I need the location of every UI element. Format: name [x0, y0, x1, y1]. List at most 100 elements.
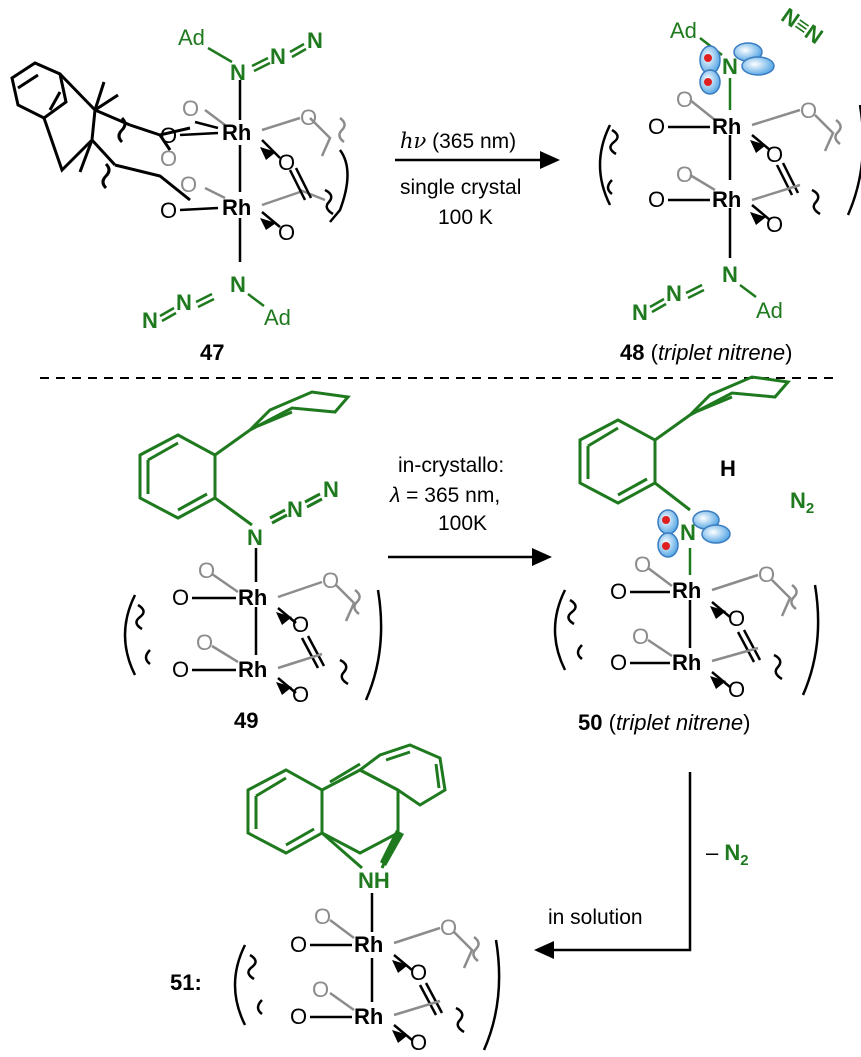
o-atom: O — [300, 105, 317, 130]
n-atom: N — [230, 272, 246, 297]
condition-temperature: 100 K — [438, 206, 493, 229]
o-atom: O — [410, 960, 427, 985]
rh-atom: Rh — [712, 114, 741, 139]
svg-text:– N2: – N2 — [706, 840, 749, 869]
o-atom: O — [196, 630, 213, 655]
o-atom: O — [728, 677, 745, 702]
n-atom: N — [323, 477, 339, 502]
orbital-lobe — [701, 524, 731, 544]
o-atom: O — [410, 1030, 427, 1055]
h-atom: H — [720, 456, 736, 481]
o-atom: O — [290, 932, 307, 957]
nitrene-n-atom: N — [722, 54, 738, 79]
o-atom: O — [290, 1004, 307, 1029]
adamantyl-label: Ad — [670, 18, 697, 43]
radical-dot — [662, 516, 670, 524]
rh-atom: Rh — [238, 657, 267, 682]
lambda-symbol: λ — [389, 484, 400, 507]
o-atom: O — [292, 682, 309, 707]
radical-dot — [662, 542, 670, 550]
n-atom: N — [632, 300, 648, 325]
radical-dot — [704, 78, 712, 86]
n-atom: N — [722, 262, 738, 287]
dinitrogen-byproduct: N≡N — [777, 3, 828, 49]
condition-in-crystallo: in-crystallo: — [398, 454, 504, 477]
o-atom: O — [172, 657, 189, 682]
o-atom: O — [172, 585, 189, 610]
compound-50-label: 50 (triplet nitrene) — [578, 710, 750, 735]
o-atom: O — [160, 146, 177, 171]
rh-atom: Rh — [238, 585, 267, 610]
n-atom: N — [230, 60, 246, 85]
rh-atom: Rh — [672, 650, 701, 675]
condition-in-solution: in solution — [548, 906, 643, 929]
svg-text:N2: N2 — [790, 488, 814, 517]
n-atom: N — [176, 290, 192, 315]
condition-wavelength: = 365 nm, — [400, 484, 500, 507]
o-atom: O — [610, 579, 627, 604]
reaction-3-arrow: – N2 in solution — [534, 772, 749, 959]
condition-temperature: 100K — [438, 512, 487, 535]
n2-byproduct: N — [790, 488, 806, 513]
o-atom: O — [632, 624, 649, 649]
o-atom: O — [758, 562, 775, 587]
n-atom: N — [666, 281, 682, 306]
radical-dot — [704, 54, 712, 62]
carbazole-nh: NH — [358, 868, 390, 893]
compound-51-label: 51: — [170, 970, 202, 995]
o-atom: O — [676, 87, 693, 112]
orbital-lobe — [741, 56, 775, 76]
o-atom: O — [160, 123, 177, 148]
hv-symbol: hν — [400, 129, 427, 153]
o-atom: O — [648, 114, 665, 139]
compound-47: Rh Rh O O O O O O O O Ad N N N N N N — [10, 25, 349, 365]
reaction-2-arrow: in-crystallo: λ = 365 nm, 100K — [388, 454, 552, 566]
o-atom: O — [278, 150, 295, 175]
o-atom: O — [180, 172, 197, 197]
adamantyl-label: Ad — [178, 25, 205, 50]
o-atom: O — [198, 558, 215, 583]
o-atom: O — [182, 96, 199, 121]
rh-atom: Rh — [672, 578, 701, 603]
rh-atom: Rh — [222, 195, 251, 220]
compound-48-label: 48 (triplet nitrene) — [620, 340, 792, 365]
compound-51: NH Rh Rh O O O — [170, 743, 501, 1055]
rh-atom: Rh — [712, 187, 741, 212]
o-atom: O — [648, 187, 665, 212]
o-atom: O — [634, 552, 651, 577]
compound-49: N N N Rh Rh O — [123, 390, 383, 733]
o-atom: O — [728, 606, 745, 631]
n-atom: N — [287, 497, 303, 522]
o-atom: O — [322, 568, 339, 593]
rh-atom: Rh — [354, 1004, 383, 1029]
condition-wavelength: (365 nm) — [426, 130, 516, 153]
o-atom: O — [676, 162, 693, 187]
compound-50: H N2 N — [553, 375, 820, 735]
o-atom: O — [610, 650, 627, 675]
adamantyl-label: Ad — [756, 298, 783, 323]
o-atom: O — [440, 915, 457, 940]
n2-eliminated: N — [724, 840, 740, 865]
o-atom: O — [278, 220, 295, 245]
compound-49-label: 49 — [234, 708, 258, 733]
o-atom: O — [312, 977, 329, 1002]
svg-text:hν (365 nm): hν (365 nm) — [400, 129, 516, 153]
svg-text:λ = 365 nm,: λ = 365 nm, — [389, 484, 500, 507]
o-atom: O — [766, 212, 783, 237]
o-atom: O — [314, 904, 331, 929]
nitrene-n-atom: N — [680, 520, 696, 545]
compound-48: Rh Rh O O O O O O O Ad N N≡N N N N Ad 48 — [598, 3, 861, 365]
adamantyl-label: Ad — [264, 305, 291, 330]
reaction-1-arrow: hν (365 nm) single crystal 100 K — [395, 129, 560, 229]
rh-atom: Rh — [222, 120, 251, 145]
o-atom: O — [160, 198, 177, 223]
n-atom: N — [270, 44, 286, 69]
o-atom: O — [292, 612, 309, 637]
n-atom: N — [247, 525, 263, 550]
o-atom: O — [766, 142, 783, 167]
n-atom: N — [142, 308, 158, 333]
compound-47-label: 47 — [200, 340, 224, 365]
condition-single-crystal: single crystal — [400, 176, 521, 199]
